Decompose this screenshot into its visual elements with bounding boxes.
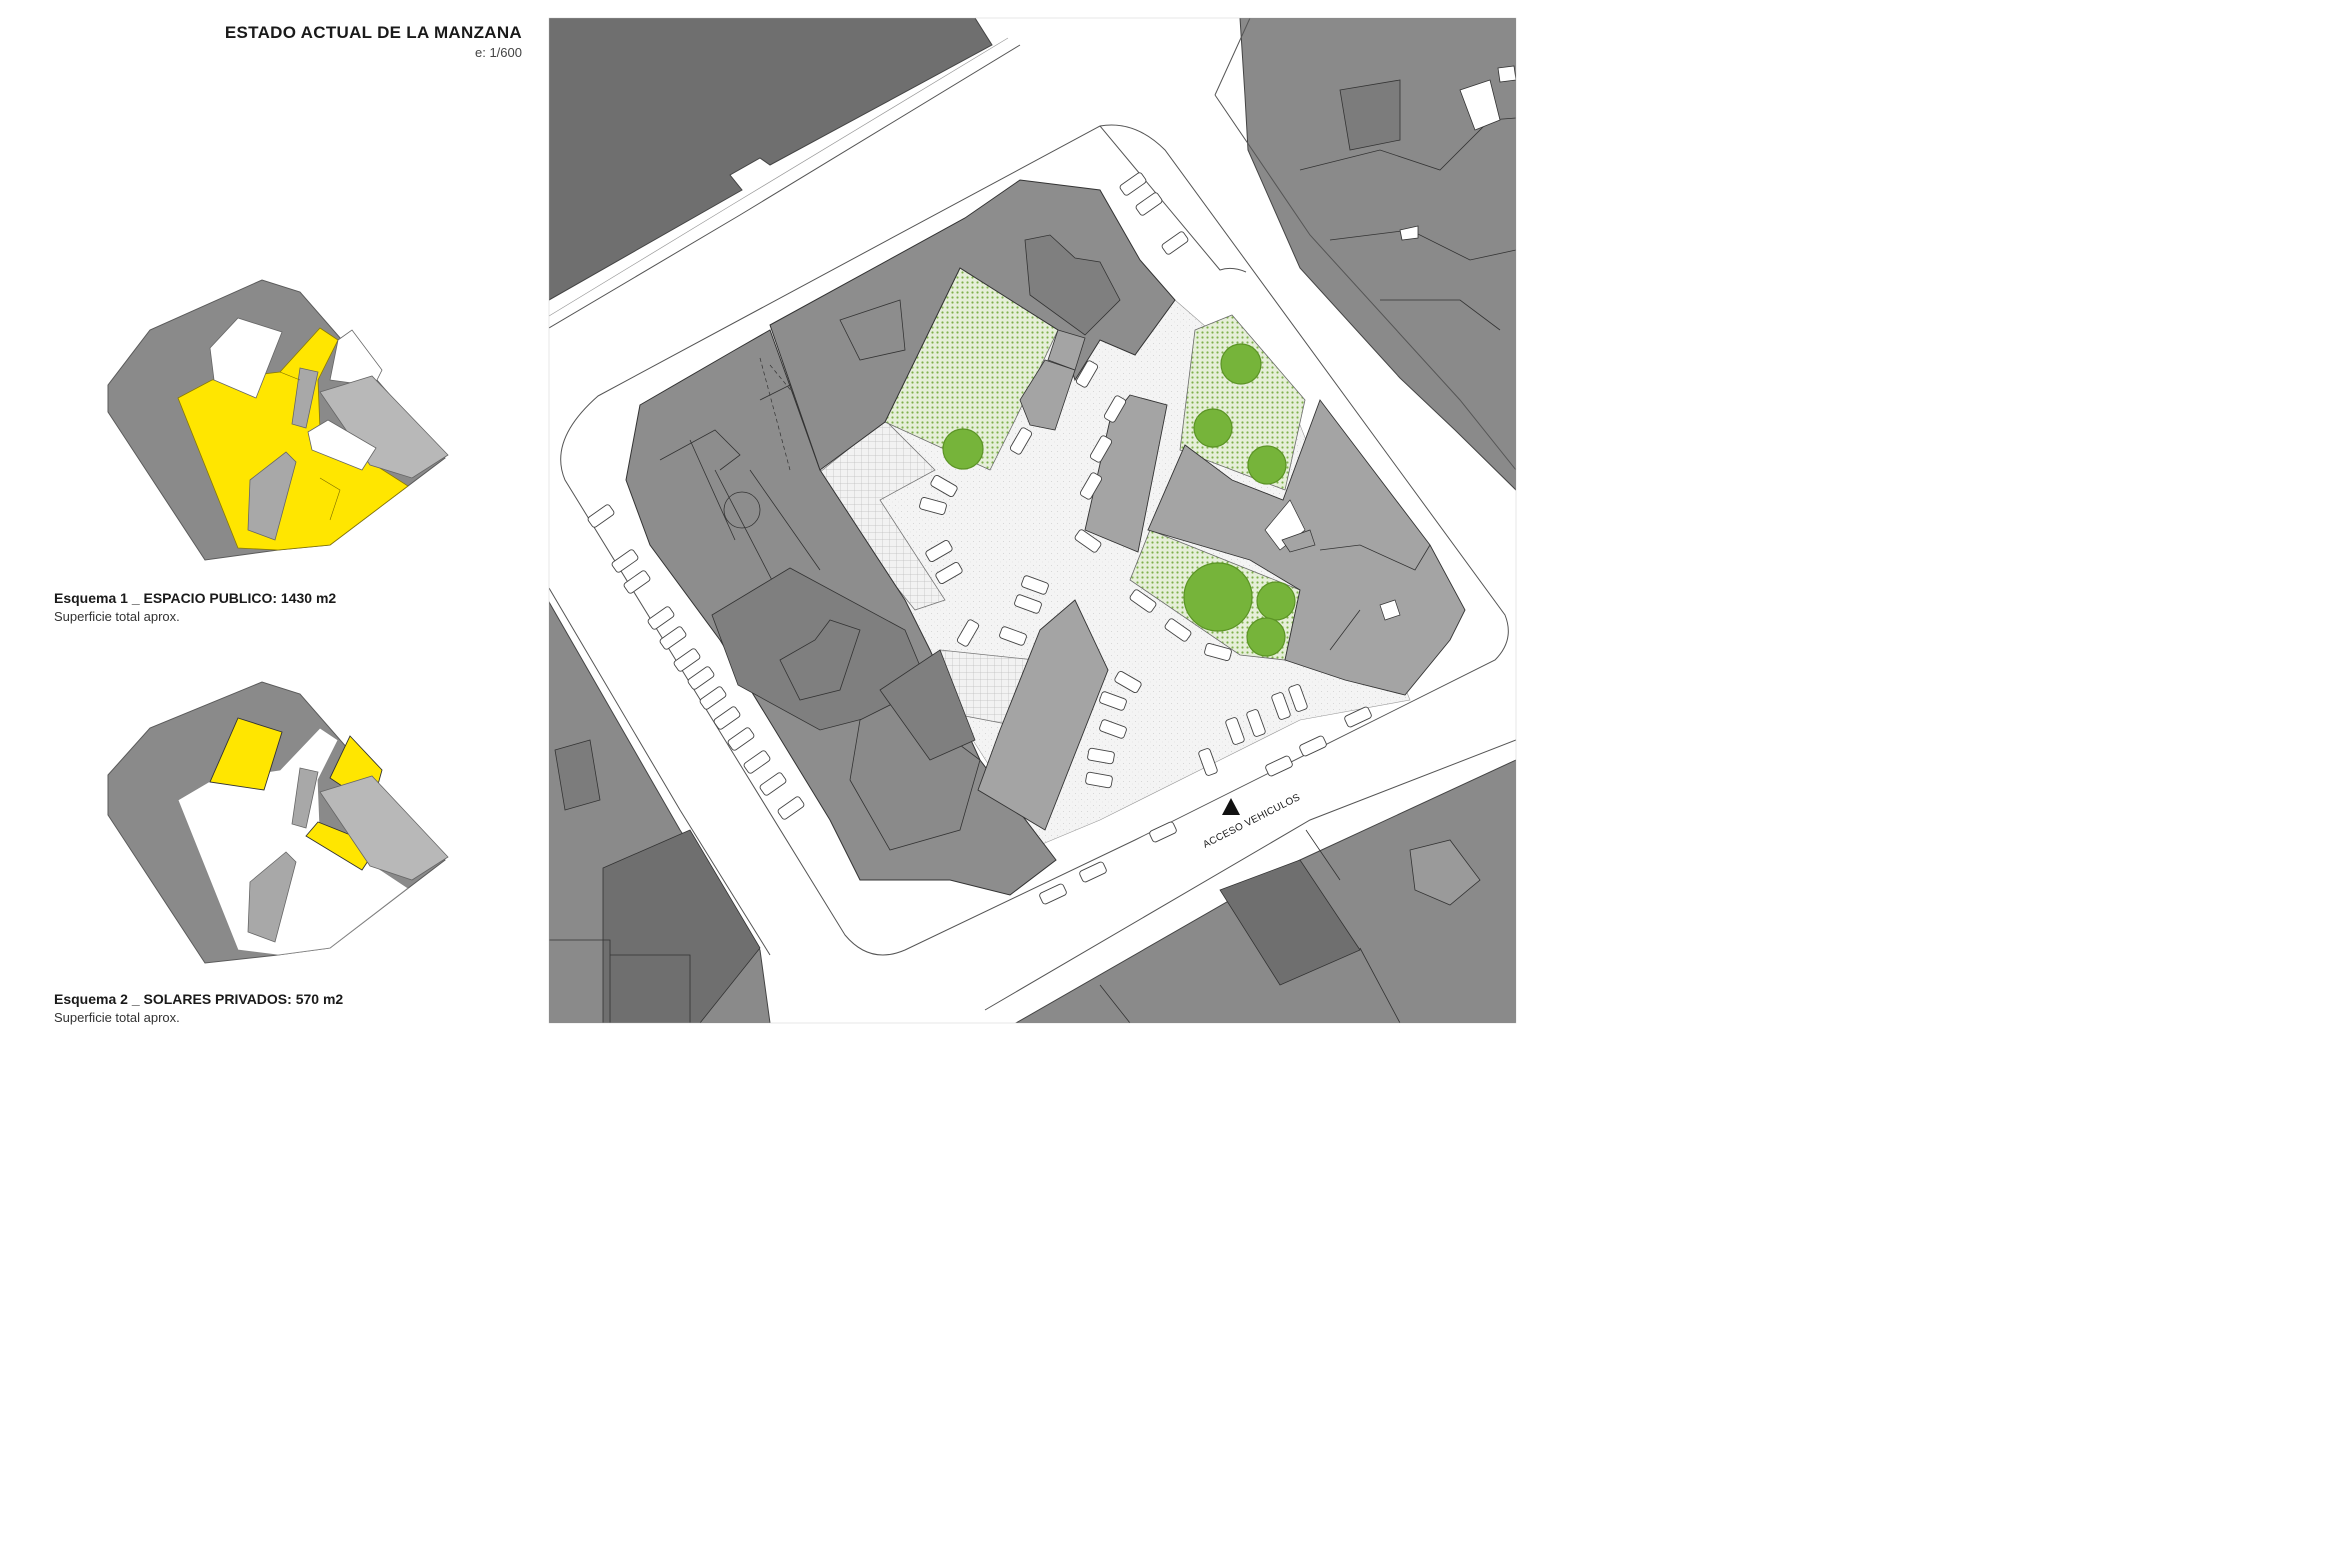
building-top-left (549, 18, 993, 301)
building-block-north (769, 179, 1176, 471)
parked-cars (587, 172, 1372, 905)
building-south-center (977, 599, 1109, 831)
scale-label: e: 1/600 (475, 45, 522, 60)
scheme-2-title: Esquema 2 _ SOLARES PRIVADOS: 570 m2 (54, 991, 343, 1007)
site-plan-sheet: ESTADO ACTUAL DE LA MANZANA e: 1/600 Esq… (54, 17, 1517, 1025)
building-top-right (1239, 18, 1516, 491)
page-title: ESTADO ACTUAL DE LA MANZANA (225, 23, 522, 42)
scheme-1-subtitle: Superficie total aprox. (54, 609, 180, 624)
site-plan-map: ACCESO VEHICULOS (549, 18, 1516, 1023)
scheme-2-subtitle: Superficie total aprox. (54, 1010, 180, 1025)
access-triangle-icon (1222, 798, 1240, 815)
scheme-1-diagram (107, 279, 449, 561)
scheme-2-diagram (107, 681, 449, 964)
tree-icon (942, 343, 1296, 657)
scheme-1-title: Esquema 1 _ ESPACIO PUBLICO: 1430 m2 (54, 590, 336, 606)
